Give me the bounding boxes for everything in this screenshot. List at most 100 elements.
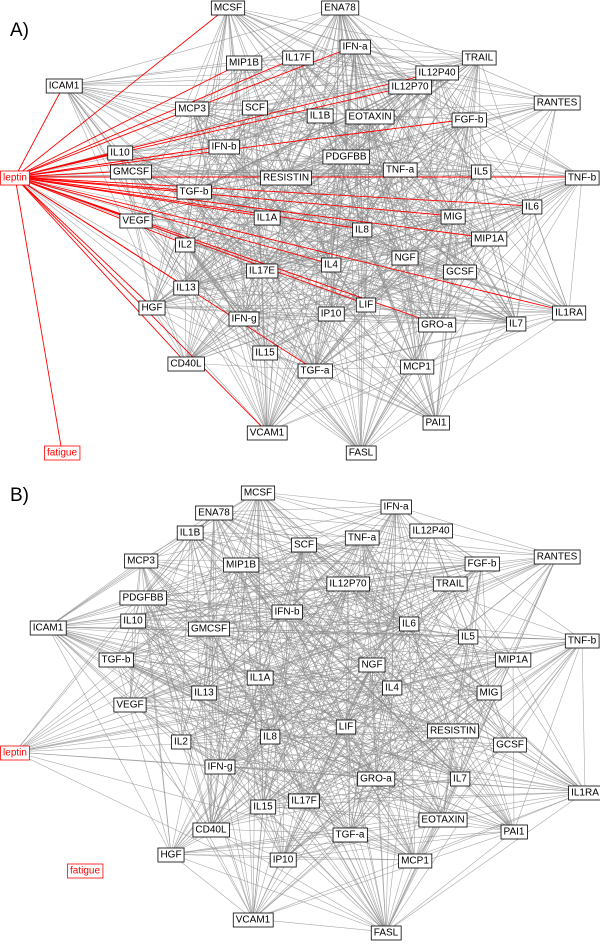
node-box	[242, 100, 268, 116]
node-box	[415, 65, 459, 81]
edge	[63, 84, 225, 147]
highlight-edge	[14, 176, 187, 364]
edge	[129, 703, 351, 835]
edge	[185, 216, 268, 364]
highlight-edge	[14, 176, 570, 313]
node-il8: IL8	[352, 222, 373, 238]
node-ifn-a: IFN-a	[380, 499, 412, 515]
edge	[513, 639, 583, 832]
edge	[170, 853, 387, 933]
edge	[115, 658, 172, 855]
edge	[488, 237, 517, 324]
edge	[63, 84, 268, 433]
node-box	[471, 231, 508, 247]
edge	[47, 626, 172, 855]
node-label: GRO-a	[360, 774, 392, 785]
node-box	[500, 824, 528, 840]
edge	[297, 56, 332, 265]
node-label: TNF-b	[568, 173, 597, 184]
edge	[191, 107, 362, 453]
edge	[63, 6, 341, 86]
edge	[414, 729, 454, 861]
edge	[47, 626, 393, 688]
edge	[568, 176, 583, 313]
edge	[191, 56, 299, 109]
edge	[219, 686, 393, 767]
node-il17f: IL17F	[282, 50, 314, 66]
edge	[219, 743, 511, 767]
edge-layer	[14, 6, 583, 453]
edge	[349, 686, 393, 835]
edge	[345, 155, 583, 178]
node-fatigue: fatigue	[67, 863, 104, 879]
highlight-edge	[14, 176, 153, 308]
node-label: IL17F	[285, 53, 311, 64]
node-label: SCF	[294, 540, 314, 551]
node-gmcsf: GMCSF	[110, 164, 152, 180]
edge	[47, 562, 483, 628]
edge	[414, 791, 586, 861]
edge	[347, 582, 454, 731]
highlight-edge	[14, 176, 363, 230]
node-box	[432, 576, 468, 592]
node-label: TGF-a	[301, 366, 330, 377]
edge	[252, 918, 387, 933]
node-box	[138, 300, 166, 316]
node-label: IL12P40	[418, 68, 456, 79]
node-il12p70: IL12P70	[388, 79, 432, 95]
edge	[399, 168, 517, 324]
node-box	[418, 812, 468, 828]
node-label: TNF-a	[386, 165, 415, 176]
node-ifn-g: IFN-g	[204, 759, 236, 775]
edge	[219, 725, 347, 767]
node-il2: IL2	[171, 734, 192, 750]
edge	[135, 56, 299, 221]
edge	[184, 243, 187, 364]
node-box	[344, 530, 380, 546]
edge	[219, 765, 461, 779]
node-box	[388, 79, 432, 95]
highlight-edge-layer	[14, 6, 582, 453]
edge	[262, 805, 515, 832]
edge	[47, 626, 586, 793]
edge	[240, 563, 347, 727]
node-box	[458, 629, 479, 645]
edge	[371, 505, 397, 665]
edge	[254, 85, 411, 108]
edge	[252, 805, 264, 920]
edge	[375, 743, 511, 779]
edge	[259, 639, 583, 678]
edge	[219, 505, 397, 767]
node-box	[171, 734, 192, 750]
edge	[47, 626, 131, 705]
node-box	[176, 525, 204, 541]
node-box	[176, 184, 212, 200]
edge	[130, 170, 363, 230]
edge	[360, 311, 570, 453]
edge	[459, 170, 482, 272]
edge	[129, 703, 454, 731]
node-mip1b: MIP1B	[223, 557, 260, 573]
edge	[180, 740, 444, 820]
edge	[285, 101, 558, 178]
edge	[119, 151, 362, 453]
node-box	[260, 170, 312, 186]
highlight-edge	[14, 56, 299, 178]
edge	[151, 306, 316, 371]
edge	[264, 237, 490, 353]
edge	[210, 777, 461, 830]
edge	[261, 269, 367, 305]
edge	[262, 635, 469, 807]
node-label: RANTES	[537, 552, 578, 563]
edge	[481, 562, 490, 693]
node-box	[564, 633, 600, 649]
edge	[254, 106, 347, 157]
edge	[63, 84, 411, 87]
node-box	[533, 95, 581, 111]
edge	[330, 312, 418, 367]
edge	[266, 216, 367, 305]
edge	[480, 170, 570, 313]
edge	[282, 686, 393, 860]
edge	[184, 243, 268, 433]
